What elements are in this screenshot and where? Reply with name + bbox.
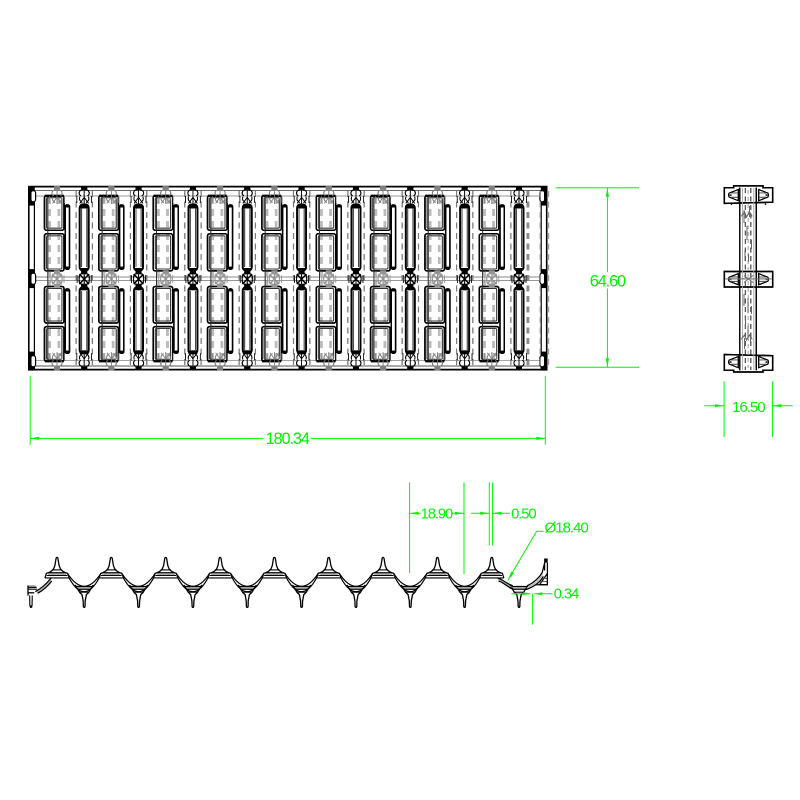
svg-text:0.50: 0.50: [511, 507, 536, 523]
svg-text:Ø18.40: Ø18.40: [545, 519, 589, 536]
svg-text:16.50: 16.50: [732, 399, 765, 416]
svg-text:18.90: 18.90: [421, 507, 453, 523]
svg-text:0.34: 0.34: [554, 587, 579, 603]
svg-text:64.60: 64.60: [590, 272, 626, 290]
svg-text:180.34: 180.34: [266, 430, 310, 448]
